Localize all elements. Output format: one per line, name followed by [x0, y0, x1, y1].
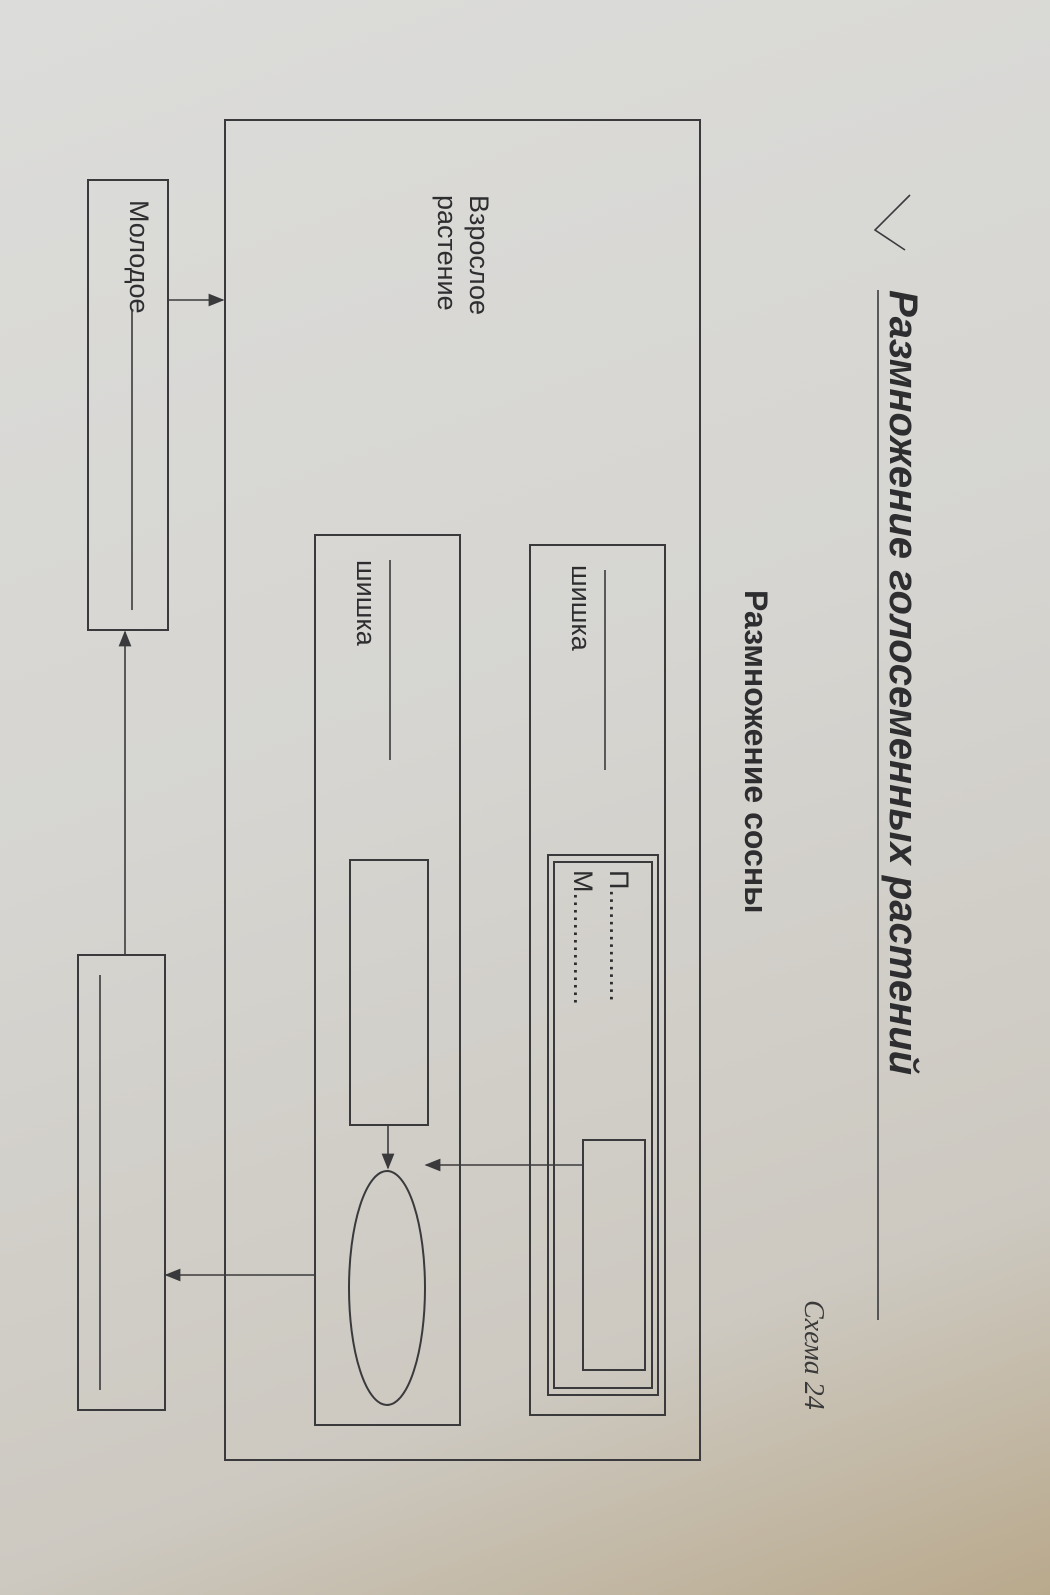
ovule-line: М............... — [568, 870, 598, 1005]
adult-plant-label-2: растение — [432, 195, 462, 311]
seed-stage-box — [77, 954, 166, 1411]
schema-label: Схема 24 — [798, 1300, 829, 1410]
pollen-box — [582, 1139, 646, 1371]
checkmark-icon — [873, 194, 911, 251]
lower-cone-label: шишка — [351, 560, 381, 647]
lower-cone-box — [314, 534, 461, 1426]
young-plant-box — [87, 179, 169, 631]
seed-box — [349, 859, 429, 1126]
page-title: Размножение голосеменных растений — [881, 290, 925, 1075]
cone-scale-inner-box — [553, 861, 653, 1389]
pollen-line: П............... — [604, 870, 634, 1002]
diagram-subtitle: Размножение сосны — [738, 590, 774, 913]
zygote-ellipse — [348, 1170, 426, 1406]
adult-plant-label-1: Взрослое — [464, 195, 494, 315]
young-plant-label: Молодое — [124, 200, 154, 313]
upper-cone-box — [529, 544, 666, 1416]
upper-cone-label: шишка — [566, 565, 596, 652]
cone-scale-box — [547, 854, 659, 1396]
adult-plant-box — [224, 119, 701, 1461]
